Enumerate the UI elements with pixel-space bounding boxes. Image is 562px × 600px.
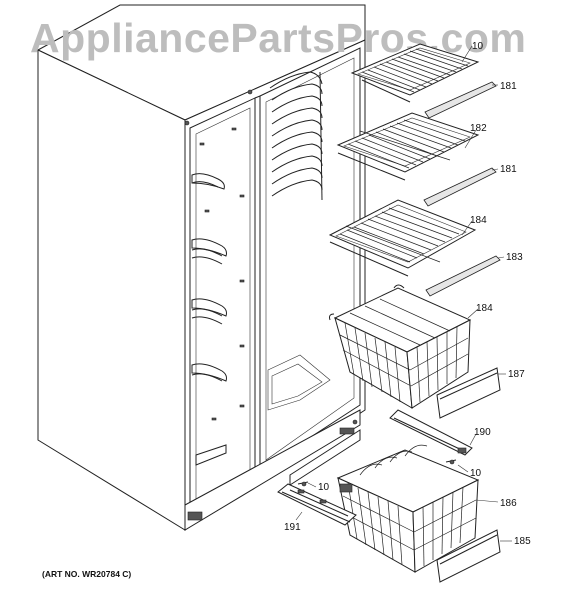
shelf-ladder (269, 71, 323, 201)
callout-labels: 10 181 182 181 184 183 184 187 190 10 10… (284, 41, 531, 547)
callout-186: 186 (500, 498, 517, 509)
callout-184-a: 184 (470, 215, 487, 226)
basket-front-185 (436, 529, 501, 583)
callout-181-b: 181 (500, 164, 517, 175)
callout-183: 183 (506, 252, 523, 263)
callout-185: 185 (514, 536, 531, 547)
wire-basket-2 (336, 444, 480, 573)
wire-basket-1 (329, 284, 472, 409)
callout-10-left: 10 (318, 482, 330, 493)
slide-rail-190 (389, 409, 473, 465)
callout-190: 190 (474, 427, 491, 438)
freezer-shelf-rails (191, 173, 227, 466)
rail-191 (277, 481, 357, 526)
callout-182: 182 (470, 123, 487, 134)
callout-184-b: 184 (476, 303, 493, 314)
callout-10-top: 10 (472, 41, 484, 52)
art-number: (ART NO. WR20784 C) (42, 569, 131, 579)
basket-front-187 (436, 367, 501, 419)
wire-shelf-2 (336, 112, 497, 207)
callout-191: 191 (284, 522, 301, 533)
wire-shelf-1 (350, 43, 497, 119)
callout-10-mid: 10 (470, 468, 482, 479)
callout-187: 187 (508, 369, 525, 380)
callout-181-a: 181 (500, 81, 517, 92)
refrigerator-cabinet (36, 4, 366, 531)
wire-shelf-3 (328, 199, 501, 297)
leader-lines (295, 45, 512, 542)
